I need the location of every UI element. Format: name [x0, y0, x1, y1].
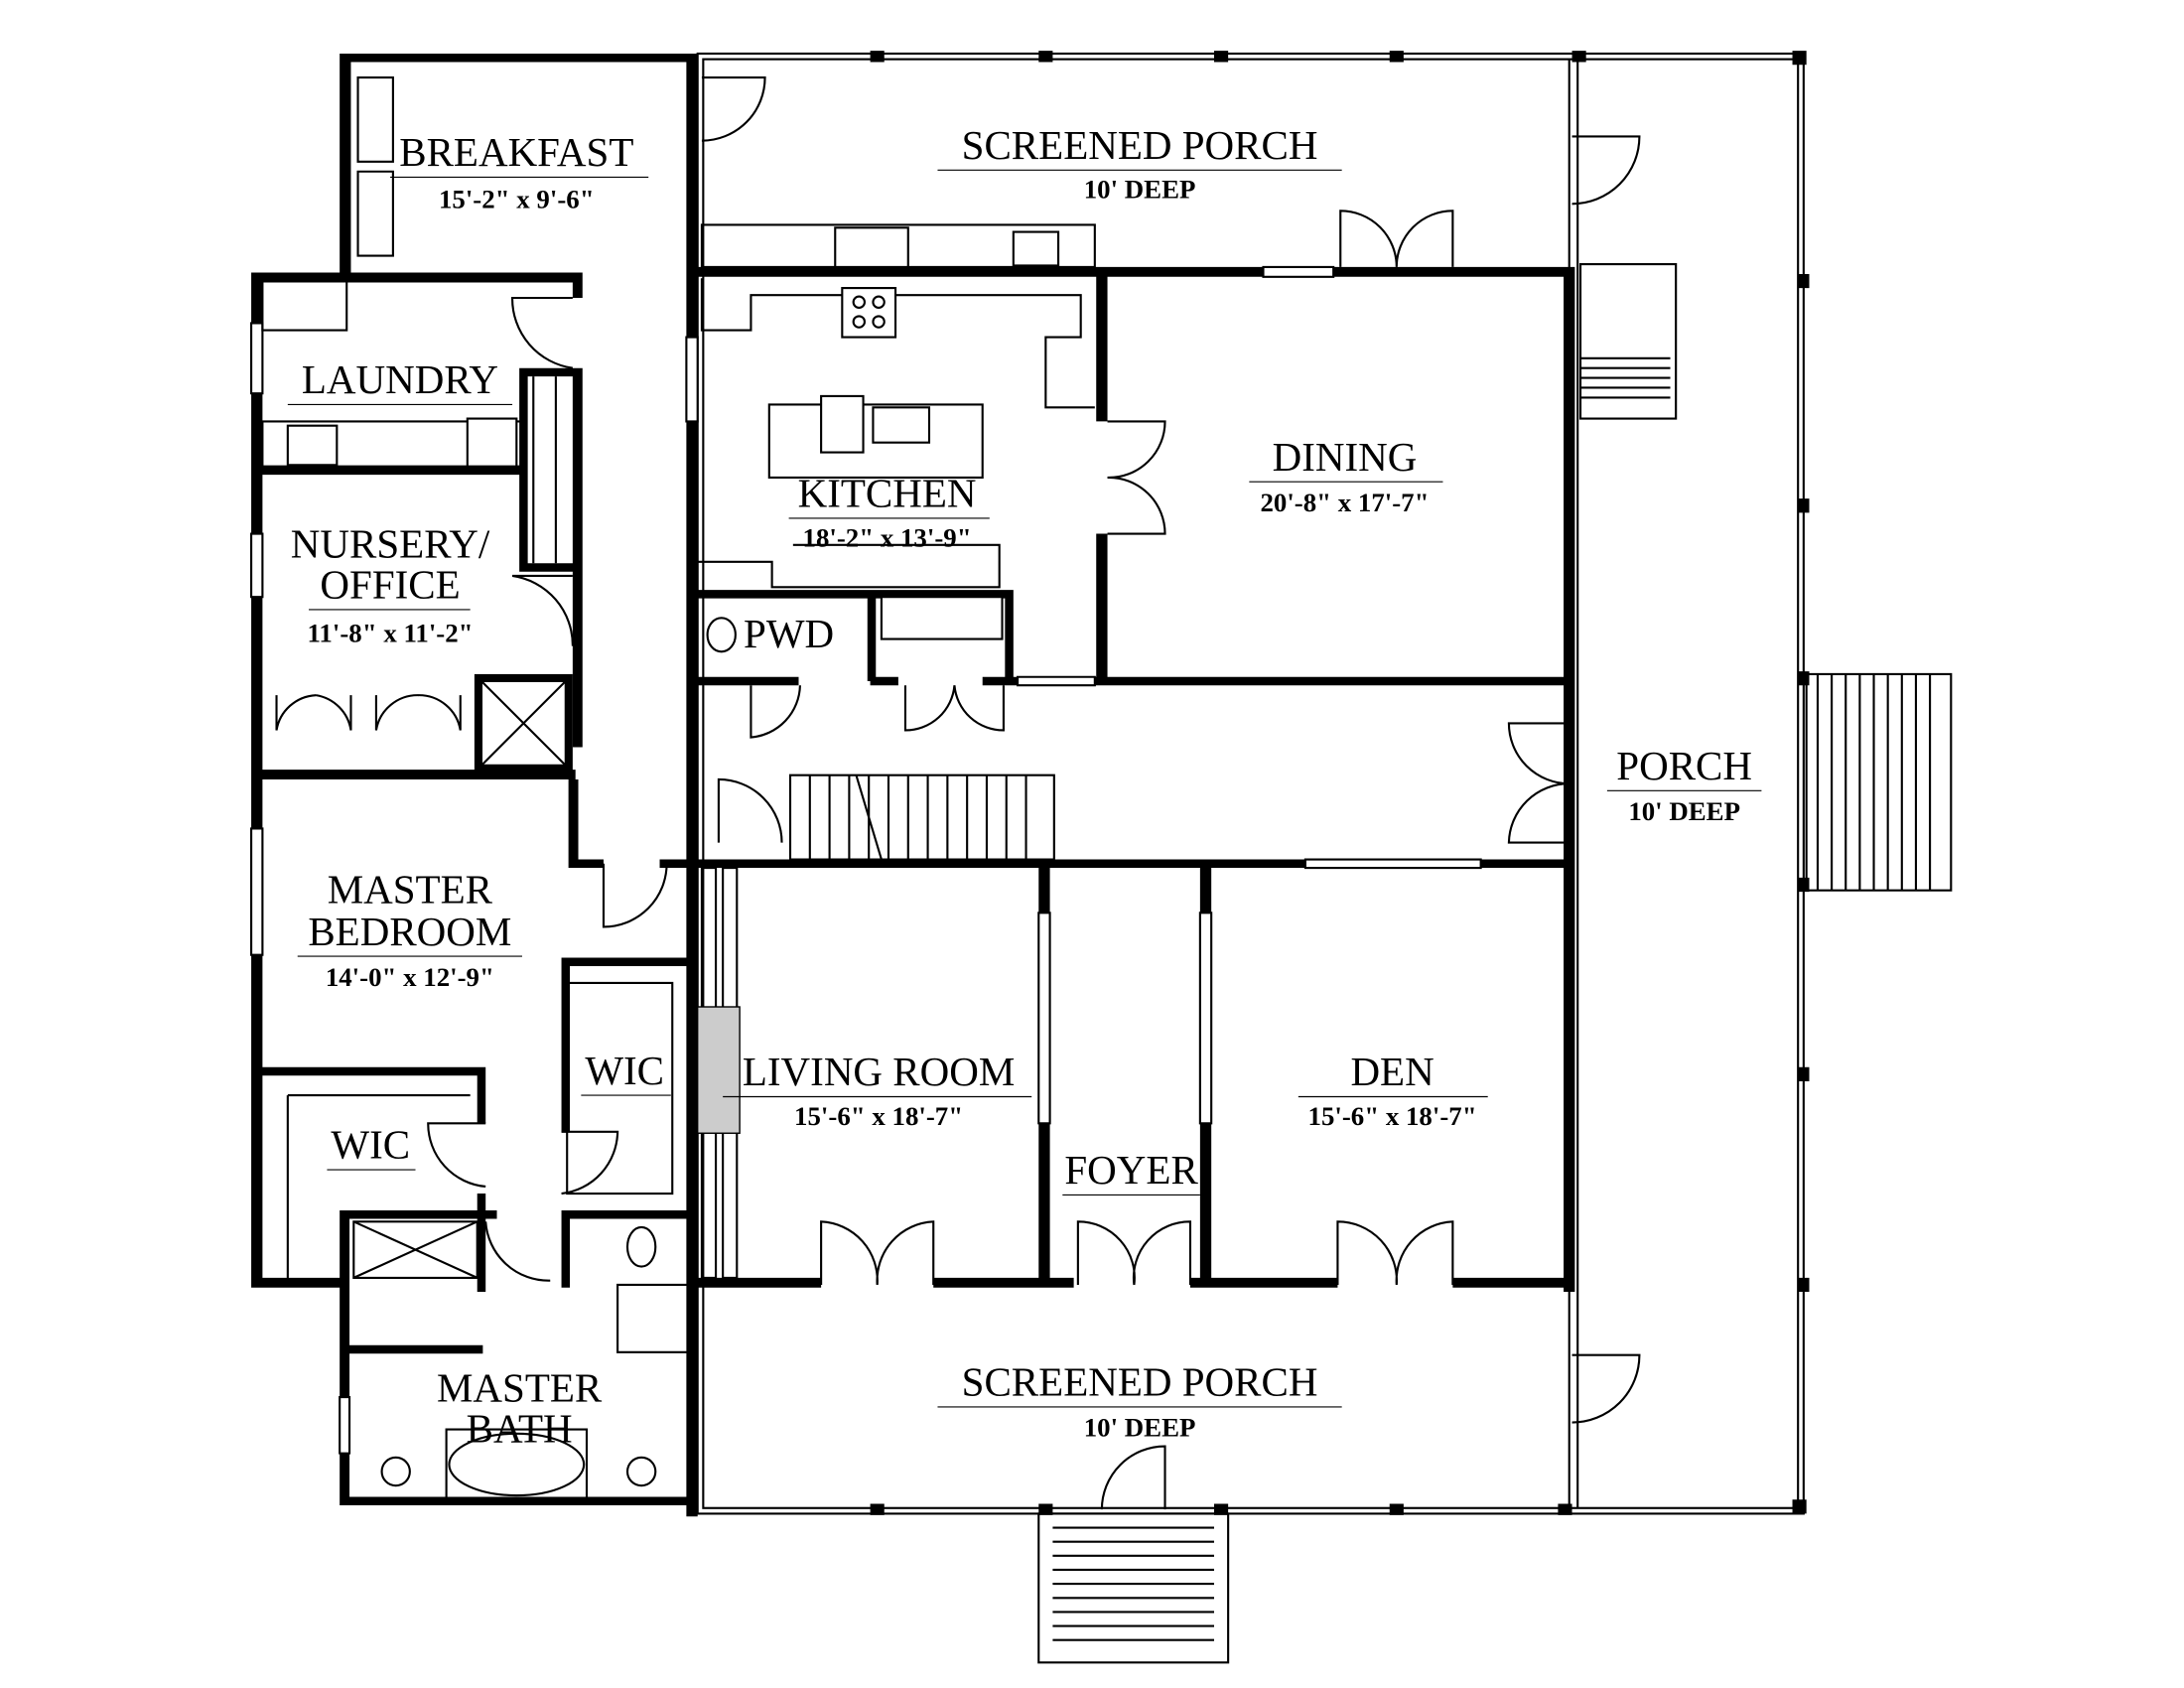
label-porch: PORCH: [1616, 743, 1752, 788]
label-wic-2: WIC: [331, 1122, 410, 1168]
dims-screened-porch-front: 10' DEEP: [1084, 1413, 1196, 1443]
doors: [275, 75, 1641, 1510]
label-master-bath-2: BATH: [467, 1405, 573, 1451]
dims-kitchen: 18'-2" x 13'-9": [803, 522, 972, 552]
label-powder: PWD: [744, 611, 834, 656]
label-master-bath: MASTER: [437, 1364, 603, 1410]
label-master-bedroom: MASTER: [328, 866, 493, 912]
label-nursery-office: NURSERY/: [291, 521, 490, 567]
walls: [251, 53, 1575, 1517]
label-wic-1: WIC: [585, 1048, 664, 1093]
label-kitchen: KITCHEN: [798, 471, 977, 516]
porch-steps: [1037, 263, 1953, 1664]
dims-dining: 20'-8" x 17'-7": [1260, 488, 1429, 517]
label-master-bedroom-2: BEDROOM: [308, 909, 511, 954]
dims-master-bedroom: 14'-0" x 12'-9": [326, 962, 494, 992]
stairs: [788, 774, 1055, 861]
room-labels: BREAKFAST 15'-2" x 9'-6" SCREENED PORCH 10'…: [287, 122, 1762, 1451]
label-dining: DINING: [1273, 434, 1418, 480]
label-laundry: LAUNDRY: [302, 356, 498, 402]
label-breakfast: BREAKFAST: [399, 129, 633, 175]
windows: [250, 265, 1482, 1455]
dims-breakfast: 15'-2" x 9'-6": [439, 185, 595, 214]
label-screened-porch-front: SCREENED PORCH: [962, 1359, 1318, 1405]
label-living-room: LIVING ROOM: [743, 1049, 1015, 1094]
dims-den: 15'-6" x 18'-7": [1308, 1101, 1477, 1131]
label-foyer: FOYER: [1064, 1147, 1198, 1193]
dims-living-room: 15'-6" x 18'-7": [794, 1101, 963, 1131]
dims-nursery-office: 11'-8" x 11'-2": [307, 618, 473, 647]
label-den: DEN: [1350, 1049, 1433, 1094]
label-screened-porch-rear: SCREENED PORCH: [962, 122, 1318, 168]
label-nursery-office-2: OFFICE: [320, 562, 460, 608]
fixtures: [261, 75, 1096, 1501]
dims-screened-porch-rear: 10' DEEP: [1084, 175, 1196, 205]
dims-porch: 10' DEEP: [1628, 796, 1740, 826]
